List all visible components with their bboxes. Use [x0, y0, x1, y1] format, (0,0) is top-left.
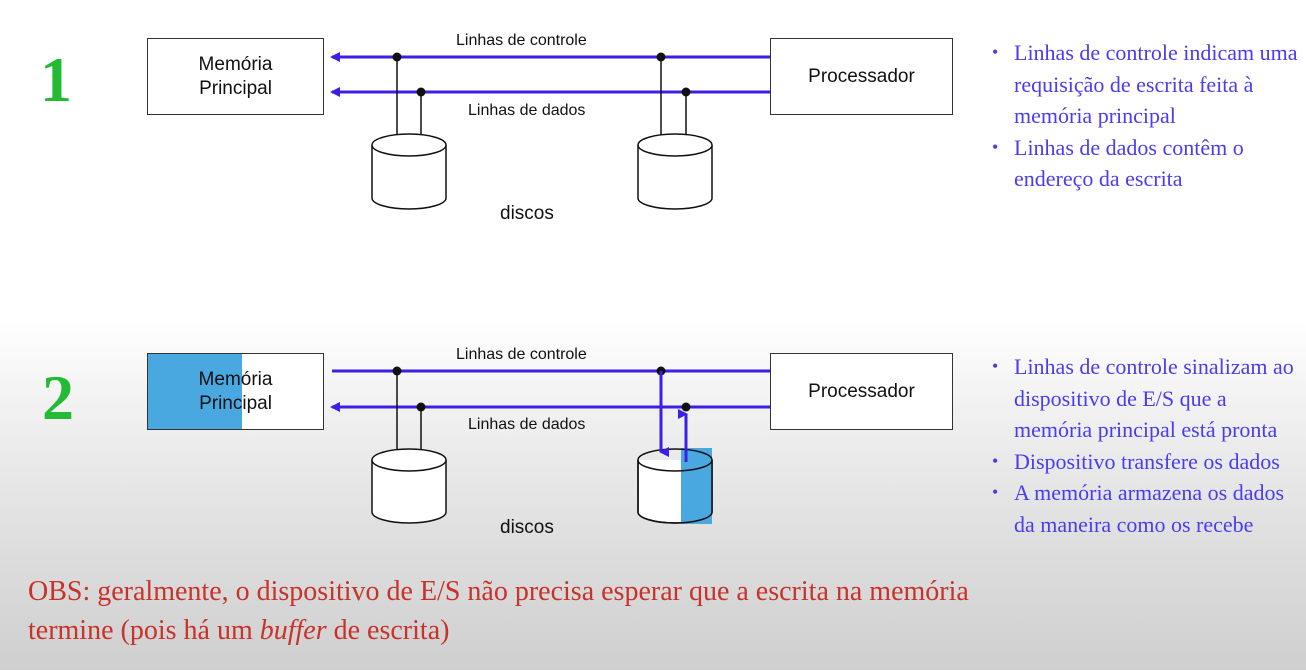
disk-icon [371, 448, 447, 524]
memory-highlight [148, 354, 242, 429]
main-memory-box: Memória Principal [147, 38, 324, 115]
disk-icon [637, 133, 713, 210]
obs-note: OBS: geralmente, o dispositivo de E/S nã… [28, 572, 988, 650]
control-lines-label: Linhas de controle [456, 346, 587, 363]
processor-box: Processador [770, 38, 953, 115]
main-memory-label: Memória Principal [198, 53, 273, 99]
obs-text-main: OBS: geralmente, o dispositivo de E/S nã… [28, 576, 969, 646]
main-memory-label: Memória Principal [198, 368, 273, 414]
step-2-bullets: Linhas de controle sinalizam ao disposit… [988, 351, 1304, 540]
data-lines-label: Linhas de dados [468, 416, 586, 433]
processor-box: Processador [770, 353, 953, 430]
bullet-item: Linhas de dados contêm o endereço da esc… [988, 132, 1304, 195]
step-1-number: 1 [40, 44, 72, 115]
disks-label: discos [500, 203, 554, 224]
disk-icon-active [637, 448, 713, 524]
data-lines-label: Linhas de dados [468, 102, 586, 119]
processor-label: Processador [808, 65, 915, 87]
bullet-item: Dispositivo transfere os dados [988, 446, 1304, 478]
obs-text-end: de escrita) [326, 615, 450, 646]
bullet-item: Linhas de controle sinalizam ao disposit… [988, 351, 1304, 446]
processor-label: Processador [808, 380, 915, 402]
obs-text-italic: buffer [259, 615, 327, 646]
bullet-item: Linhas de controle indicam uma requisiçã… [988, 37, 1304, 132]
disks-label: discos [500, 517, 554, 538]
step-1-bullets: Linhas de controle indicam uma requisiçã… [988, 37, 1304, 195]
disk-icon [371, 133, 447, 210]
bullet-item: A memória armazena os dados da maneira c… [988, 477, 1304, 540]
control-lines-label: Linhas de controle [456, 32, 587, 49]
step-2-number: 2 [42, 362, 74, 433]
main-memory-box: Memória Principal [147, 353, 324, 430]
